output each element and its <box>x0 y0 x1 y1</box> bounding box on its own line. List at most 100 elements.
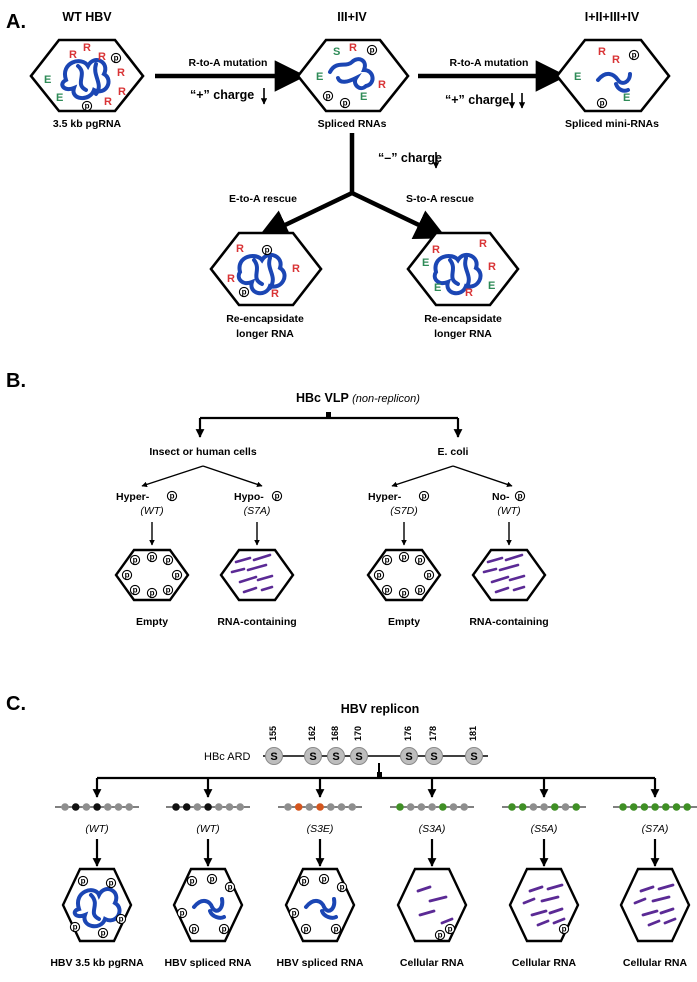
replicon-column: (S3E) HBV spliced RNA <box>277 778 364 969</box>
s7a-note: (S7A) <box>244 505 271 517</box>
cellular-rna-fragment <box>651 895 671 903</box>
mini-site-dot <box>449 803 458 811</box>
serine-letter: S <box>309 751 316 763</box>
spliced-capsid: S E E R R <box>296 38 410 113</box>
cellular-rna-fragment <box>428 895 448 903</box>
mini-site-dot <box>305 803 314 811</box>
serine-site <box>400 747 418 765</box>
column-caption: Cellular RNA <box>623 957 688 969</box>
serine-letter: S <box>355 751 362 763</box>
cellular-rna-fragment <box>641 909 659 917</box>
phospho-badge <box>444 923 456 935</box>
plus-charge-label-1: “+” charge <box>190 88 254 102</box>
phospho-badge <box>288 907 300 919</box>
empty-label: Empty <box>136 616 168 628</box>
residue-number: 170 <box>353 726 363 741</box>
phospho-badge <box>238 286 250 298</box>
hbc-ard-label: HBc ARD <box>204 751 251 763</box>
residue-number: 176 <box>403 726 413 741</box>
s-rescue-label: S-to-A rescue <box>406 193 474 205</box>
e-residue: E <box>360 91 367 103</box>
rna-capsid <box>471 548 547 602</box>
e-residue: E <box>422 257 429 269</box>
r-residue: R <box>83 42 91 54</box>
wt-note: (WT) <box>140 505 163 517</box>
mini-site-dot <box>508 803 516 811</box>
serine-letter: S <box>470 751 477 763</box>
mini-site-dot <box>225 803 234 811</box>
phospho-icon <box>271 490 283 502</box>
serine-letter: S <box>430 751 437 763</box>
mini-site-dot <box>193 803 202 811</box>
variant-label: (WT) <box>196 823 219 835</box>
mini-site-dot <box>348 803 357 811</box>
empty-capsid <box>366 548 442 602</box>
cellular-rna-fragment <box>548 907 564 915</box>
r-residue: R <box>236 243 244 255</box>
e-residue: E <box>44 74 51 86</box>
r-residue: R <box>612 54 620 66</box>
empty-label: Empty <box>388 616 420 628</box>
column-caption: HBV spliced RNA <box>277 957 364 969</box>
r-residue: R <box>69 49 77 61</box>
mini-site-dot <box>551 803 559 811</box>
i-iv-title: I+II+III+IV <box>585 10 640 24</box>
r-residue: R <box>598 46 606 58</box>
r-residue: R <box>479 238 487 250</box>
capsid-hexagon <box>619 867 691 943</box>
phospho-badge <box>434 929 446 941</box>
reencap-left-l1: Re-encapsidate <box>226 313 304 325</box>
e-rescue-capsid: R R R R <box>209 231 323 307</box>
residue-number: 162 <box>307 726 317 741</box>
mini-site-dot <box>236 803 244 811</box>
empty-capsid <box>114 548 190 602</box>
replicon-column: (S3A)Cellular RNA <box>390 778 474 969</box>
phospho-badge <box>105 877 117 889</box>
mini-site-dot <box>316 803 324 811</box>
mini-site-dot <box>540 803 548 811</box>
phospho-badge <box>69 921 81 933</box>
mini-site-dot <box>215 803 223 811</box>
mini-site-dot <box>114 803 123 811</box>
variant-label: (S3E) <box>307 823 334 835</box>
spliced-rna-icon <box>304 897 338 920</box>
capsid-hexagon <box>508 867 580 943</box>
replicon-column: (WT) HBV spliced RNA <box>165 778 252 969</box>
phospho-badge <box>224 881 236 893</box>
mini-site-dot <box>182 803 191 811</box>
variant-label: (WT) <box>85 823 108 835</box>
panel-b-label: B. <box>6 370 26 392</box>
column-caption: HBV spliced RNA <box>165 957 252 969</box>
c-columns: (WT)HBV 3.5 kb pgRNA(WT)HBV spliced RNA(… <box>50 778 697 969</box>
mini-site-dot <box>204 803 212 811</box>
serine-letter: S <box>270 751 277 763</box>
r-residue: R <box>271 288 279 300</box>
mini-site-dot <box>561 803 570 811</box>
phospho-badge <box>366 44 378 56</box>
serine-site <box>265 747 283 765</box>
wt-caption: 3.5 kb pgRNA <box>53 118 122 130</box>
cellular-rna-fragment <box>418 909 436 917</box>
phospho-badge <box>218 923 230 935</box>
r-residue: R <box>465 287 473 299</box>
wt-note-ecoli: (WT) <box>497 505 520 517</box>
cellular-rna-fragment <box>530 909 548 917</box>
column-caption: HBV 3.5 kb pgRNA <box>50 957 144 969</box>
phospho-badge <box>322 90 334 102</box>
variant-label: (S3A) <box>419 823 446 835</box>
mini-site-dot <box>93 803 101 811</box>
r-residue: R <box>349 42 357 54</box>
variant-label: (S7A) <box>642 823 669 835</box>
wt-hbv-title: WT HBV <box>62 10 112 24</box>
phospho-badge <box>596 97 608 109</box>
phospho-badge <box>300 923 312 935</box>
cellular-rna-fragment <box>528 885 544 893</box>
cellular-rna-fragment <box>647 919 661 927</box>
mini-site-dot <box>651 803 659 811</box>
serine-letter: S <box>332 751 339 763</box>
branch-node <box>326 412 331 418</box>
spliced-rna-icon <box>192 897 226 920</box>
mini-site-dot <box>327 803 335 811</box>
phospho-icon <box>418 490 430 502</box>
e-rescue-arrow <box>257 190 353 240</box>
